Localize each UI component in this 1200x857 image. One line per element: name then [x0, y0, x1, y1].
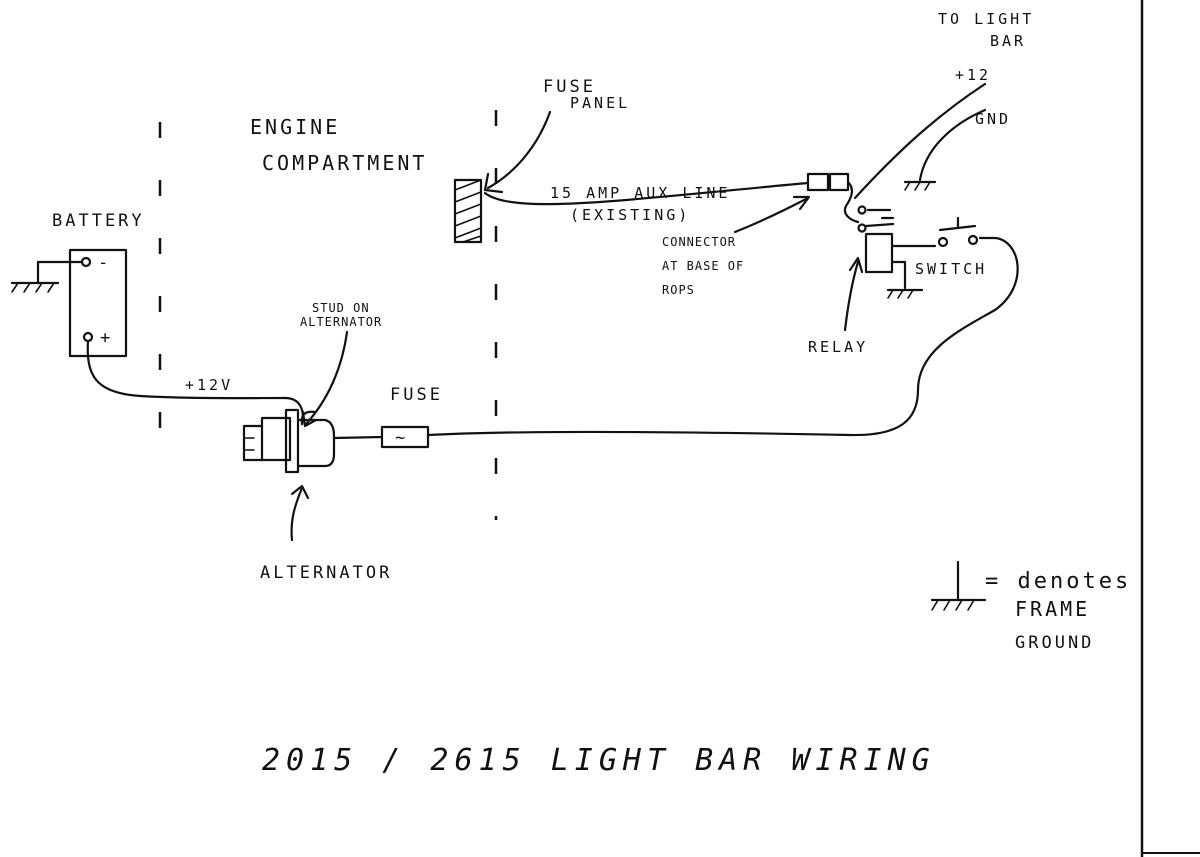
- stud-arrow: [304, 330, 349, 426]
- relay-arrow: [843, 260, 860, 332]
- aux-line-label-2: (EXISTING): [570, 206, 690, 224]
- legend-ground-symbol: [930, 560, 987, 611]
- rops-connector: [806, 172, 850, 192]
- stud-arrowhead: [301, 410, 318, 428]
- fuse-panel-label-1: FUSE: [543, 77, 596, 97]
- fuse-panel-label-2: PANEL: [570, 94, 630, 112]
- battery-neg-label: -: [98, 253, 111, 273]
- wire-relay-to-light-bar: [853, 82, 987, 200]
- relay-label: RELAY: [808, 338, 868, 356]
- aux-line-label-1: 15 AMP AUX LINE: [550, 184, 730, 202]
- legend-text-2: FRAME: [1015, 597, 1090, 621]
- light-bar-label-1: TO LIGHT: [938, 10, 1034, 28]
- inline-fuse: ~: [380, 425, 430, 449]
- connector-arrowhead: [792, 195, 811, 211]
- zone-label-engine: ENGINE: [250, 115, 340, 139]
- light-bar-ground-symbol: [903, 180, 937, 191]
- inline-fuse-glyph: ~: [395, 428, 408, 448]
- alternator-arrowhead: [290, 484, 310, 500]
- light-bar-label-2: BAR: [990, 32, 1026, 50]
- wire-fuse-to-switch: [426, 236, 1019, 437]
- light-bar-plus-label: +12: [955, 66, 991, 84]
- wire-connector-to-relay: [843, 180, 860, 224]
- wire-battery-to-alternator: [86, 339, 304, 426]
- battery-label: BATTERY: [52, 211, 145, 231]
- battery: BATTERY - +: [52, 211, 145, 358]
- light-bar-gnd-label: GND: [975, 110, 1011, 128]
- relay: [857, 205, 937, 299]
- fuse-panel-arrow: [486, 110, 552, 190]
- connector-label-1: CONNECTOR: [662, 235, 736, 249]
- stud-label-2: ALTERNATOR: [300, 315, 382, 329]
- diagram-title: 2015 / 2615 LIGHT BAR WIRING: [262, 743, 936, 778]
- battery-pos-terminal: [82, 331, 94, 343]
- legend-text-3: GROUND: [1015, 633, 1094, 653]
- wire-light-bar-gnd: [918, 108, 987, 182]
- switch: [937, 216, 979, 248]
- wire-label-12v: +12V: [185, 376, 233, 394]
- battery-body: [68, 248, 128, 358]
- zone-label-compartment: COMPARTMENT: [262, 151, 427, 175]
- stud-label-1: STUD ON: [312, 301, 370, 315]
- battery-ground-symbol: [10, 260, 84, 293]
- wire-alternator-to-fuse: [332, 435, 384, 440]
- fuse-panel-arrowhead: [483, 172, 504, 194]
- battery-neg-terminal: [80, 256, 92, 268]
- alternator: [242, 408, 336, 474]
- alternator-arrow: [290, 486, 304, 542]
- legend-text-1: = denotes: [985, 569, 1131, 594]
- battery-pos-label: +: [100, 328, 113, 348]
- switch-label: SWITCH: [915, 260, 987, 278]
- connector-arrow: [733, 196, 810, 234]
- connector-label-2: AT BASE OF: [662, 259, 744, 273]
- connector-label-3: ROPS: [662, 283, 695, 297]
- wire-aux-line: [483, 181, 810, 206]
- fuse-label: FUSE: [390, 385, 443, 405]
- fuse-panel: [453, 178, 483, 244]
- alternator-label: ALTERNATOR: [260, 563, 392, 583]
- relay-arrowhead: [848, 256, 864, 274]
